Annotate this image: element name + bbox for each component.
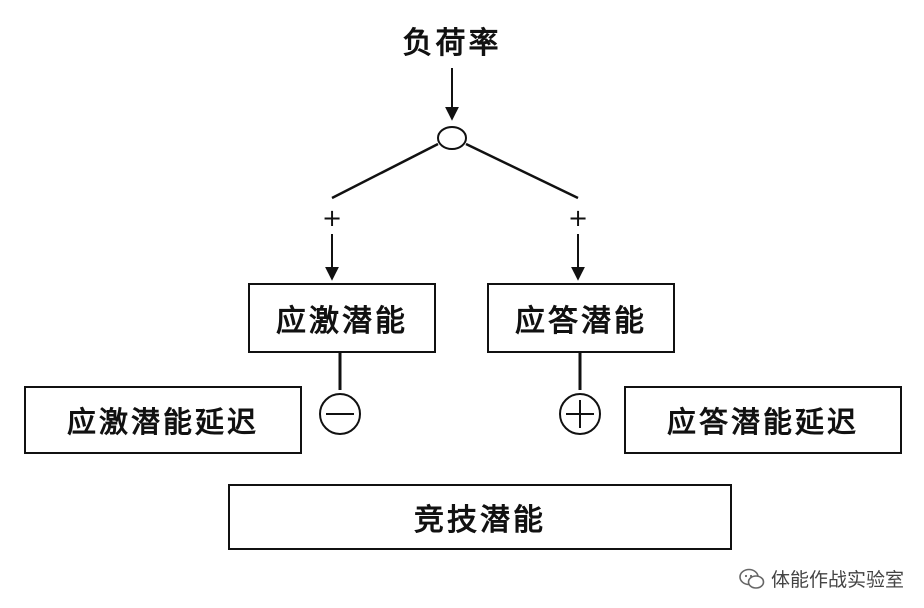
wechat-icon: [739, 568, 765, 589]
response-potential-label: 应答潜能: [515, 304, 647, 339]
right-branch-line: [465, 142, 579, 200]
input-label: 负荷率: [402, 26, 502, 61]
left-branch-line: [331, 142, 439, 200]
stress-delay-box: 应激潜能延迟: [24, 386, 302, 454]
competitive-potential-box: 竞技潜能: [228, 484, 732, 550]
response-delay-label: 应答潜能延迟: [666, 405, 859, 439]
junction-node: [437, 126, 467, 150]
competitive-potential-label: 竞技潜能: [414, 503, 546, 538]
stress-potential-box: 应激潜能: [248, 283, 436, 353]
response-delay-box: 应答潜能延迟: [624, 386, 902, 454]
stress-delay-label: 应激潜能延迟: [66, 405, 259, 439]
watermark: 体能作战实验室: [739, 565, 904, 592]
response-potential-box: 应答潜能: [487, 283, 675, 353]
left-plus-sign: +: [322, 204, 343, 232]
watermark-text: 体能作战实验室: [770, 569, 904, 591]
right-plus-sign: +: [568, 204, 589, 232]
stress-potential-label: 应激潜能: [276, 304, 408, 339]
